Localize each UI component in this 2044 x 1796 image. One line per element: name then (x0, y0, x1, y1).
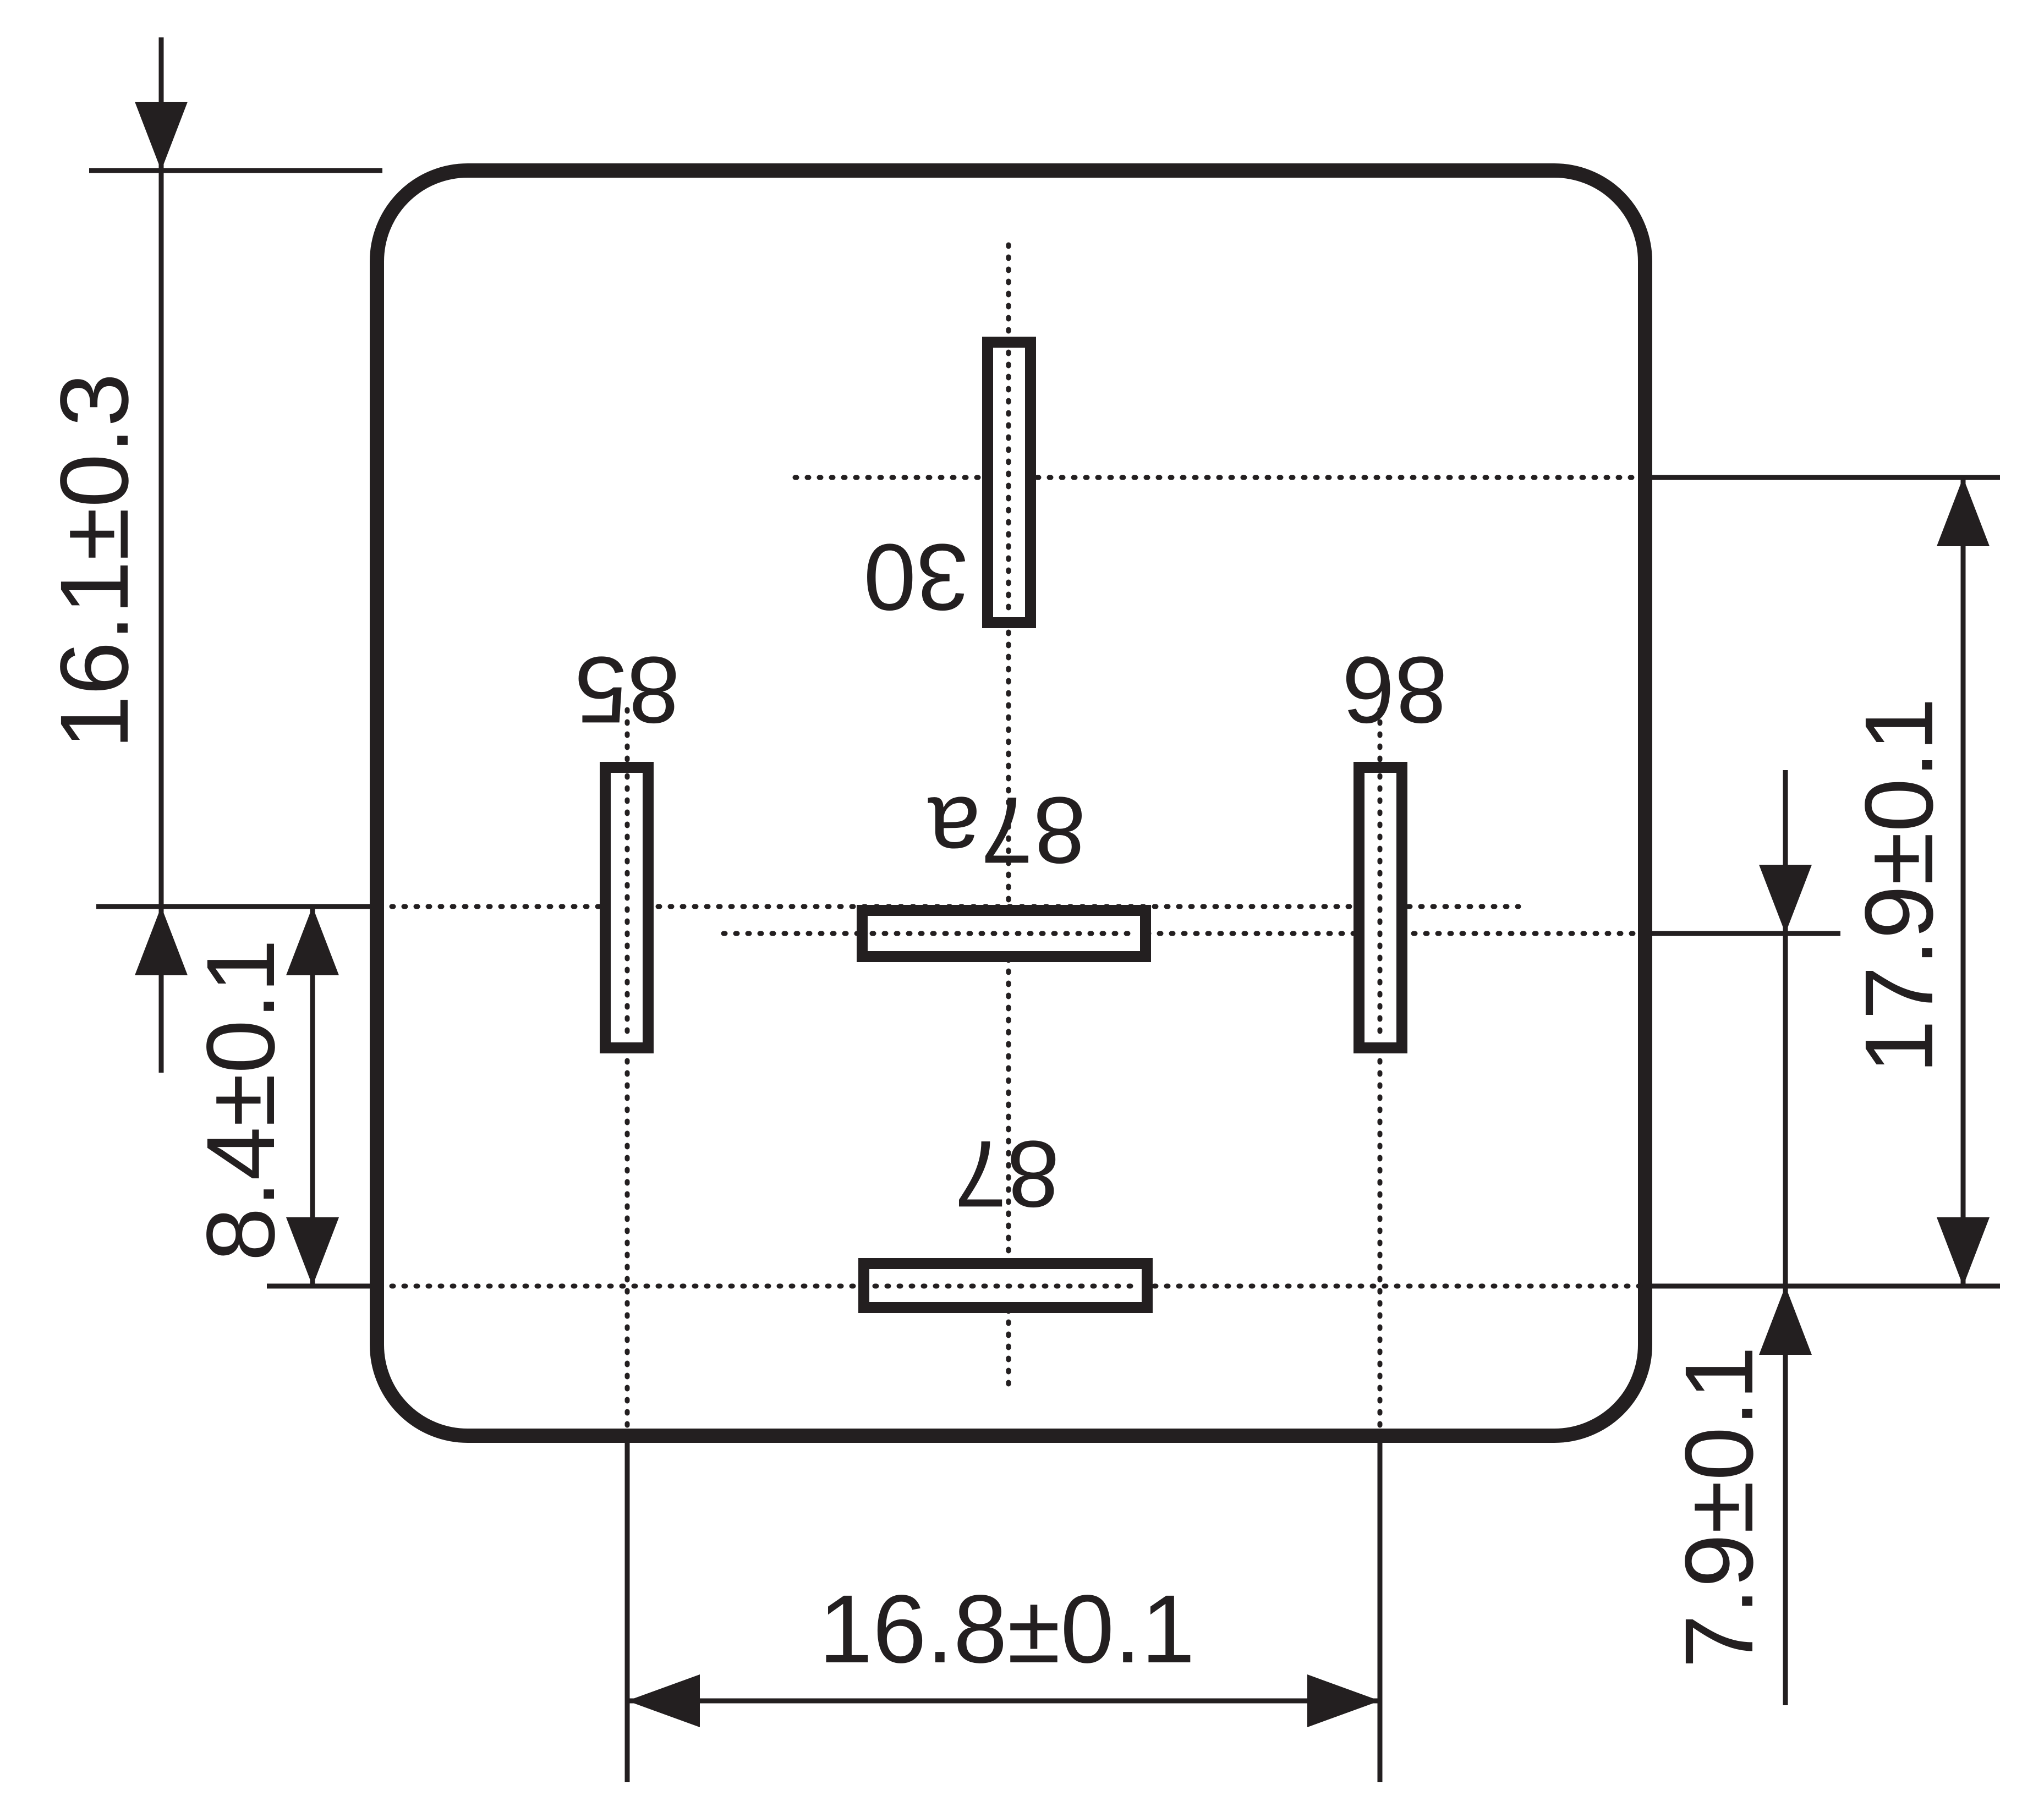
dimension-bottom-width: 16.8±0.1 (624, 1430, 1383, 1782)
dimension-label-right-lower: 7.9±0.1 (1665, 1346, 1773, 1668)
dimension-right-lower: 7.9±0.1 (1645, 770, 1840, 1705)
dimension-left-lower: 8.4±0.1 (187, 907, 380, 1289)
dimension-label-height-top: 16.1±0.3 (41, 373, 149, 749)
pin-label-87a: 87a (928, 777, 1086, 883)
pin-85 (600, 762, 654, 1053)
dimension-right-upper: 17.9±0.1 (1645, 475, 2000, 1289)
pin-label-30: 30 (863, 524, 968, 630)
relay-body-outline (370, 163, 1652, 1443)
dimension-label-left-lower: 8.4±0.1 (187, 939, 295, 1261)
pin-label-85: 85 (574, 637, 679, 743)
pin-label-86: 86 (1342, 637, 1447, 743)
dimension-label-bottom-width: 16.8±0.1 (819, 1575, 1195, 1683)
dimension-height-top: 16.1±0.3 (41, 37, 382, 1073)
pin-center-marks (624, 349, 1383, 1289)
pin-label-87: 87 (954, 1121, 1059, 1227)
dimension-label-right-upper: 17.9±0.1 (1845, 697, 1953, 1074)
